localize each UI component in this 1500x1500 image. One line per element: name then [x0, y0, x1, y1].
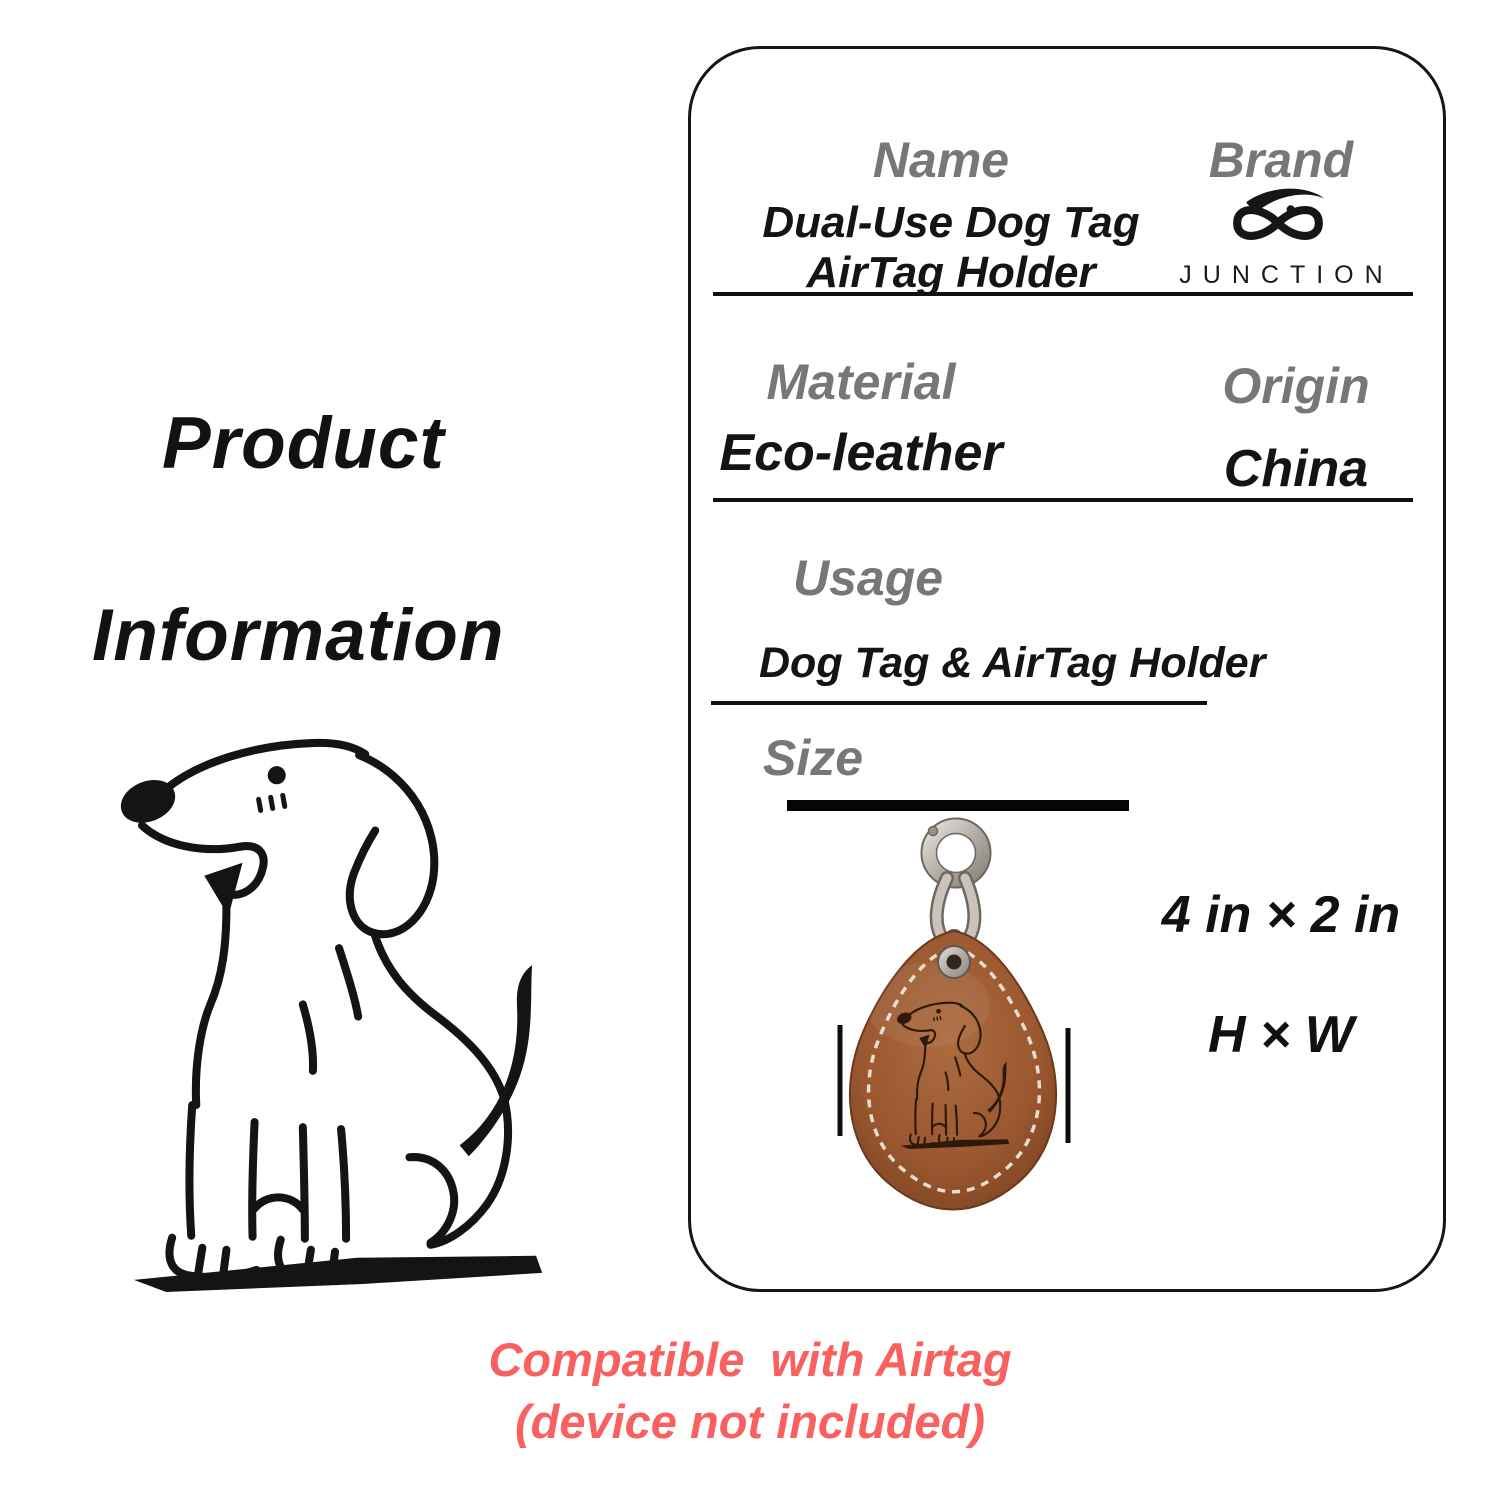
- brand-label: Brand: [1208, 132, 1354, 188]
- size-legend: H × W: [1208, 1006, 1354, 1064]
- material-label: Material: [766, 354, 956, 410]
- compatibility-note-line1: Compatible with Airtag: [488, 1333, 1012, 1386]
- divider-row1: [713, 292, 1413, 296]
- leather-tag: [848, 929, 1058, 1211]
- dachshund-line-art-icon: [103, 733, 561, 1293]
- compatibility-note-line2: (device not included): [514, 1395, 986, 1448]
- name-label: Name: [872, 132, 1010, 188]
- page-title-line2: Information: [92, 595, 505, 676]
- divider-row2: [713, 498, 1413, 502]
- brand-wordmark: JUNCTION: [1179, 261, 1394, 289]
- airtag-holder-product-photo: [837, 817, 1071, 1211]
- usage-value: Dog Tag & AirTag Holder: [759, 639, 1266, 687]
- size-label: Size: [763, 730, 864, 786]
- product-info-card: Name Dual-Use Dog Tag AirTag Holder Bran…: [688, 46, 1446, 1292]
- origin-value: China: [1223, 440, 1369, 498]
- size-underline-bar: [787, 800, 1129, 811]
- stitching: [866, 945, 1042, 1194]
- usage-label: Usage: [793, 550, 944, 606]
- name-value-line2: AirTag Holder: [806, 248, 1096, 297]
- material-value: Eco-leather: [719, 424, 1003, 482]
- origin-label: Origin: [1222, 358, 1370, 414]
- size-dimensions: 4 in × 2 in: [1161, 886, 1401, 944]
- name-value-line1: Dual-Use Dog Tag: [762, 198, 1140, 247]
- divider-row3: [711, 701, 1207, 705]
- page-title-line1: Product: [162, 403, 445, 484]
- infinity-dog-logo-icon: [1233, 188, 1325, 240]
